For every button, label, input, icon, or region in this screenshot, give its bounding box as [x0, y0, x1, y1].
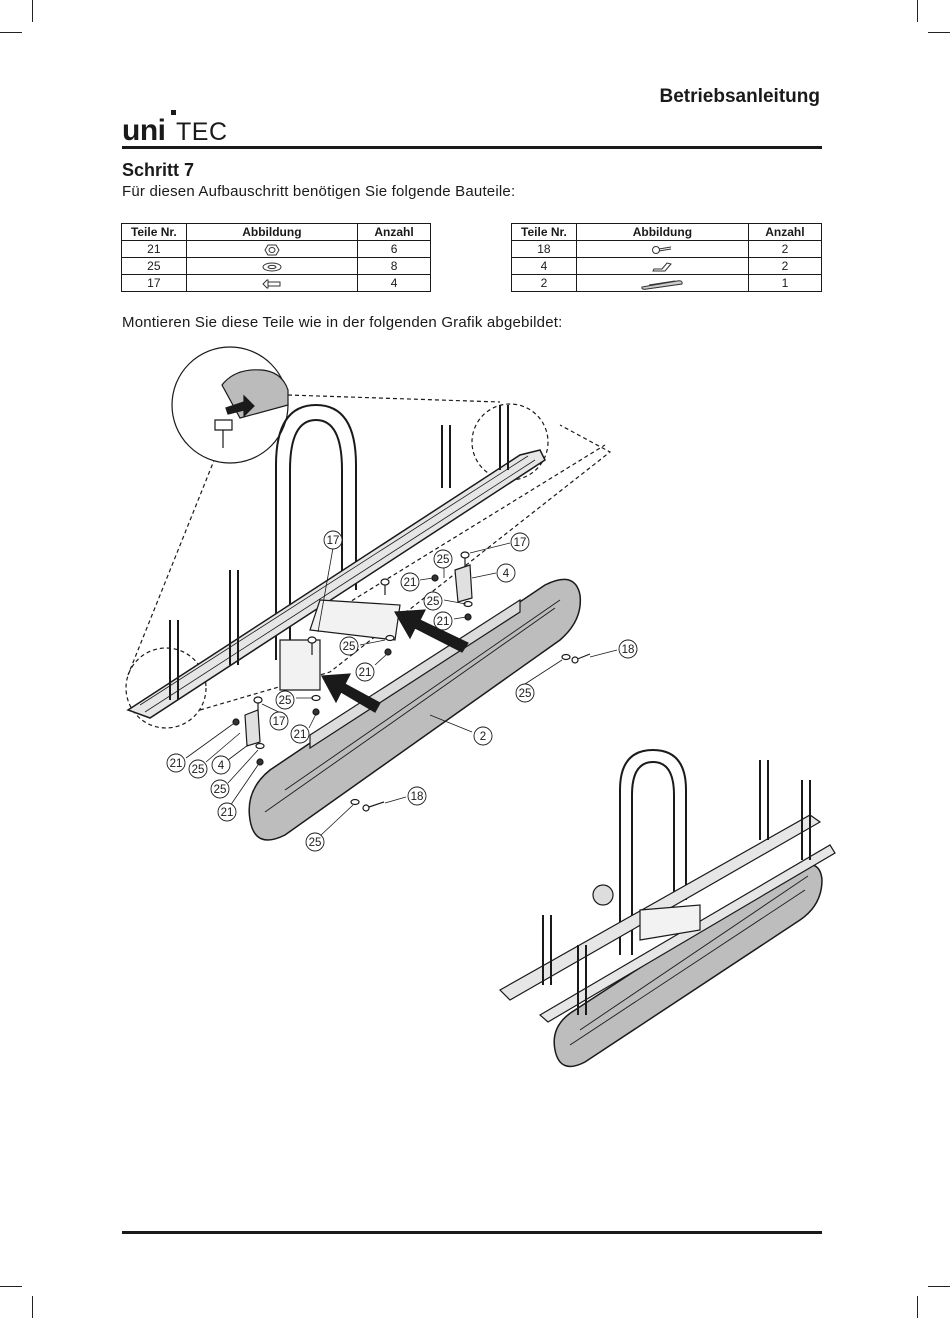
crop-mark	[32, 0, 33, 22]
callout-label: 2	[480, 731, 486, 743]
crop-mark	[928, 32, 950, 33]
unitec-logo: uni TEC	[122, 110, 228, 144]
callout-label: 25	[309, 837, 322, 849]
assembled-view	[499, 748, 836, 1068]
table-row: 21 6	[121, 240, 431, 258]
callout-label: 21	[294, 729, 307, 741]
col-quantity: Anzahl	[747, 223, 823, 241]
callout-label: 21	[404, 577, 417, 589]
washer-icon	[262, 262, 282, 272]
table-row: 25 8	[121, 257, 431, 275]
callout-label: 25	[519, 688, 532, 700]
callout-label: 25	[192, 764, 205, 776]
table-row: 2 1	[511, 274, 823, 292]
bracket-icon	[652, 262, 673, 272]
quantity: 4	[357, 274, 431, 292]
rail-icon	[641, 280, 683, 290]
parts-table-left: Teile Nr. Abbildung Anzahl 21 6 25 8 17 …	[121, 223, 431, 292]
svg-text:TEC: TEC	[176, 118, 228, 144]
callout-label: 21	[221, 807, 234, 819]
footer-rule	[122, 1231, 822, 1234]
callout-label: 18	[622, 644, 635, 656]
screw-icon	[652, 245, 672, 254]
quantity: 1	[747, 274, 823, 292]
callout-label: 25	[214, 784, 227, 796]
col-part-no: Teile Nr.	[121, 223, 187, 241]
callout-label: 21	[359, 667, 372, 679]
callout-label: 25	[437, 554, 450, 566]
table-row: 4 2	[511, 257, 823, 275]
callout-label: 21	[170, 758, 183, 770]
bolt-icon	[262, 279, 281, 289]
part-no: 17	[121, 274, 187, 292]
crop-mark	[0, 1286, 22, 1287]
part-no: 25	[121, 257, 187, 275]
callout-label: 17	[327, 535, 340, 547]
callout-label: 25	[279, 695, 292, 707]
nut-icon	[264, 244, 280, 256]
crop-mark	[928, 1286, 950, 1287]
callout-label: 4	[503, 568, 510, 580]
crop-mark	[917, 1296, 918, 1318]
assembly-instruction: Montieren Sie diese Teile wie in der fol…	[122, 314, 563, 331]
callout-label: 17	[514, 537, 527, 549]
header-rule	[122, 146, 822, 149]
table-row: 17 4	[121, 274, 431, 292]
svg-text:uni: uni	[122, 114, 166, 144]
callout-label: 25	[427, 596, 440, 608]
crop-mark	[32, 1296, 33, 1318]
callout-label: 17	[273, 716, 286, 728]
callout-label: 21	[437, 616, 450, 628]
crop-mark	[0, 32, 22, 33]
callout-label: 18	[411, 791, 424, 803]
document-title: Betriebsanleitung	[659, 86, 820, 107]
table-header-row: Teile Nr. Abbildung Anzahl	[511, 223, 823, 241]
parts-table-right: Teile Nr. Abbildung Anzahl 18 2 4 2 2 1	[511, 223, 823, 292]
step-intro: Für diesen Aufbauschritt benötigen Sie f…	[122, 183, 516, 200]
crop-mark	[917, 0, 918, 22]
step-title: Schritt 7	[122, 160, 195, 180]
col-part-no: Teile Nr.	[511, 223, 577, 241]
col-illustration: Abbildung	[575, 223, 749, 241]
callout-label: 25	[343, 641, 356, 653]
callout-label: 4	[218, 760, 225, 772]
